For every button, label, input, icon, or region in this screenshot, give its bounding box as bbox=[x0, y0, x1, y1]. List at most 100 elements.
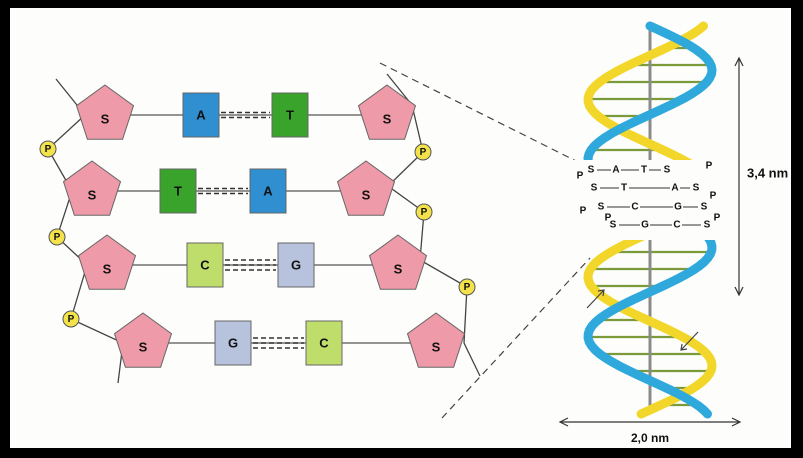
phosphate: P bbox=[39, 140, 57, 158]
inset-letter-bg bbox=[662, 164, 672, 176]
phosphate: P bbox=[62, 310, 80, 328]
inset-letter-bg bbox=[672, 219, 682, 231]
sugar-right bbox=[357, 84, 417, 140]
inset-phosphate: P bbox=[577, 171, 584, 182]
inset-letter: C bbox=[673, 220, 680, 231]
inset-letter-bg bbox=[673, 201, 683, 213]
inset-letter-bg bbox=[608, 219, 618, 231]
sugar-left bbox=[75, 84, 135, 140]
inset-letter-bg bbox=[702, 219, 712, 231]
phosphate: P bbox=[414, 143, 432, 161]
height-arrow-top bbox=[734, 56, 744, 67]
base-right bbox=[277, 242, 315, 288]
width-arrow-left bbox=[558, 417, 569, 427]
sugar-right-label: S bbox=[432, 340, 441, 355]
sugar-right-label: S bbox=[383, 112, 392, 127]
inset-letter: S bbox=[701, 202, 708, 213]
base-left bbox=[186, 242, 224, 288]
phosphate-label: P bbox=[464, 282, 471, 293]
sugar-right bbox=[406, 312, 466, 368]
sugar-right-label: S bbox=[362, 188, 371, 203]
inset-phosphate: P bbox=[706, 161, 713, 172]
base-left-label: A bbox=[196, 108, 206, 123]
base-left bbox=[182, 92, 220, 138]
projection-line-bottom bbox=[441, 257, 591, 419]
inset-letter-bg bbox=[611, 164, 621, 176]
base-left-label: T bbox=[174, 184, 182, 199]
sugar-left-label: S bbox=[139, 340, 148, 355]
phosphate-circle bbox=[458, 278, 476, 296]
strand-arrow-up bbox=[586, 289, 605, 309]
phosphate: P bbox=[415, 203, 433, 221]
phosphate-circle bbox=[415, 203, 433, 221]
inset-letter: A bbox=[612, 165, 619, 176]
base-right-label: T bbox=[286, 108, 294, 123]
projection-lines bbox=[379, 62, 591, 419]
inset-letter-bg bbox=[589, 182, 599, 194]
inset-letter-bg bbox=[670, 182, 680, 194]
sugar-left-label: S bbox=[101, 112, 110, 127]
width-arrow-right bbox=[731, 417, 742, 427]
phosphate-circle bbox=[62, 310, 80, 328]
strand-arrow-down bbox=[680, 331, 699, 351]
inset-letter: S bbox=[591, 183, 598, 194]
base-right bbox=[249, 168, 287, 214]
phosphate-label: P bbox=[420, 147, 427, 158]
inset-letter-bg bbox=[640, 219, 650, 231]
base-right bbox=[305, 320, 343, 366]
inset-letter-bg bbox=[596, 201, 606, 213]
sugar-left bbox=[113, 312, 173, 368]
height-arrow-bottom bbox=[734, 286, 744, 297]
height-label: 3,4 nm bbox=[747, 166, 788, 181]
phosphate-circle bbox=[414, 143, 432, 161]
strand-arrow-up-head bbox=[597, 289, 605, 297]
inset-phosphate: P bbox=[710, 191, 717, 202]
phosphate-label: P bbox=[421, 207, 428, 218]
sugar-right bbox=[368, 234, 428, 290]
base-right-label: C bbox=[319, 336, 329, 351]
inset-letter: G bbox=[674, 202, 682, 213]
phosphate-label: P bbox=[45, 144, 52, 155]
inset-phosphate: P bbox=[714, 213, 721, 224]
phosphate-label: P bbox=[68, 314, 75, 325]
inset-letter: C bbox=[631, 202, 638, 213]
inset-letter: S bbox=[598, 202, 605, 213]
inset-phosphate: P bbox=[580, 206, 587, 217]
inset-letter: G bbox=[641, 220, 649, 231]
inset-letter-bg bbox=[699, 201, 709, 213]
sugar-left-label: S bbox=[88, 188, 97, 203]
inset-letter: S bbox=[588, 165, 595, 176]
base-right-label: A bbox=[263, 184, 273, 199]
width-label: 2,0 nm bbox=[631, 431, 669, 445]
inset-letter-bg bbox=[630, 201, 640, 213]
strand-arrow-down-head bbox=[680, 343, 688, 351]
inset-letter-bg bbox=[586, 164, 596, 176]
base-left-label: C bbox=[200, 258, 210, 273]
base-left bbox=[214, 320, 252, 366]
inset-letter: S bbox=[704, 220, 711, 231]
inset-letter-bg bbox=[639, 164, 649, 176]
sugar-left bbox=[77, 234, 137, 290]
inset-phosphate: P bbox=[605, 213, 612, 224]
sugar-right bbox=[336, 160, 396, 216]
phosphate-circle bbox=[39, 140, 57, 158]
base-left bbox=[159, 168, 197, 214]
inset-letter: T bbox=[621, 183, 627, 194]
inset-letter: T bbox=[641, 165, 647, 176]
base-left-label: G bbox=[228, 336, 238, 351]
base-right bbox=[271, 92, 309, 138]
phosphate-circle bbox=[48, 228, 66, 246]
inset-letter: S bbox=[610, 220, 617, 231]
inset-letter: A bbox=[671, 183, 678, 194]
